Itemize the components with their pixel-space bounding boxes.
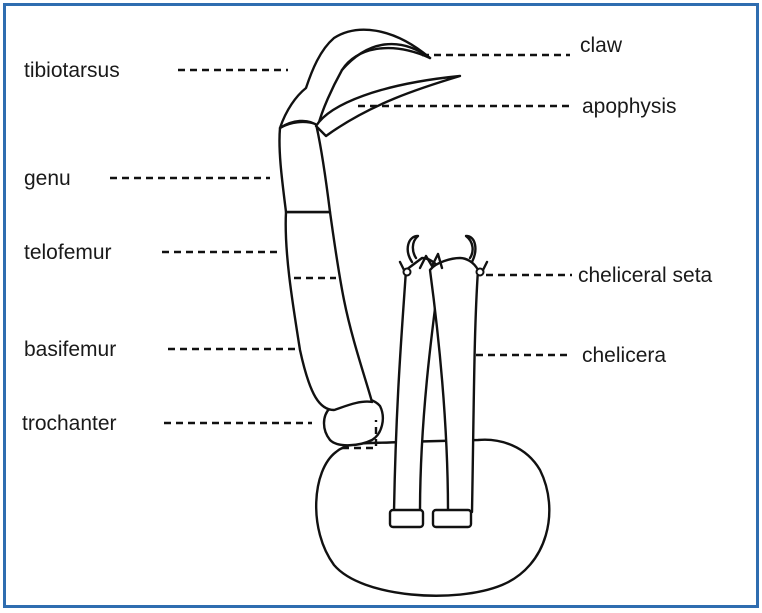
label-trochanter: trochanter	[22, 412, 117, 435]
right-seta	[483, 262, 487, 270]
left-seta	[400, 262, 404, 270]
label-genu: genu	[24, 167, 71, 190]
left-chelicera-hook	[408, 236, 418, 262]
label-tibiotarsus: tibiotarsus	[24, 59, 120, 82]
label-telofemur: telofemur	[24, 241, 112, 264]
label-basifemur: basifemur	[24, 338, 116, 361]
label-claw: claw	[580, 34, 623, 57]
label-apophysis: apophysis	[582, 95, 677, 118]
genu-segment	[279, 122, 330, 212]
label-cheliceral-seta: cheliceral seta	[578, 264, 713, 287]
label-chelicera: chelicera	[582, 344, 666, 367]
femur-segment	[286, 212, 372, 410]
left-chelicera-base	[390, 510, 423, 527]
right-chelicera-base	[433, 510, 471, 527]
right-chelicera-hook	[466, 236, 475, 262]
